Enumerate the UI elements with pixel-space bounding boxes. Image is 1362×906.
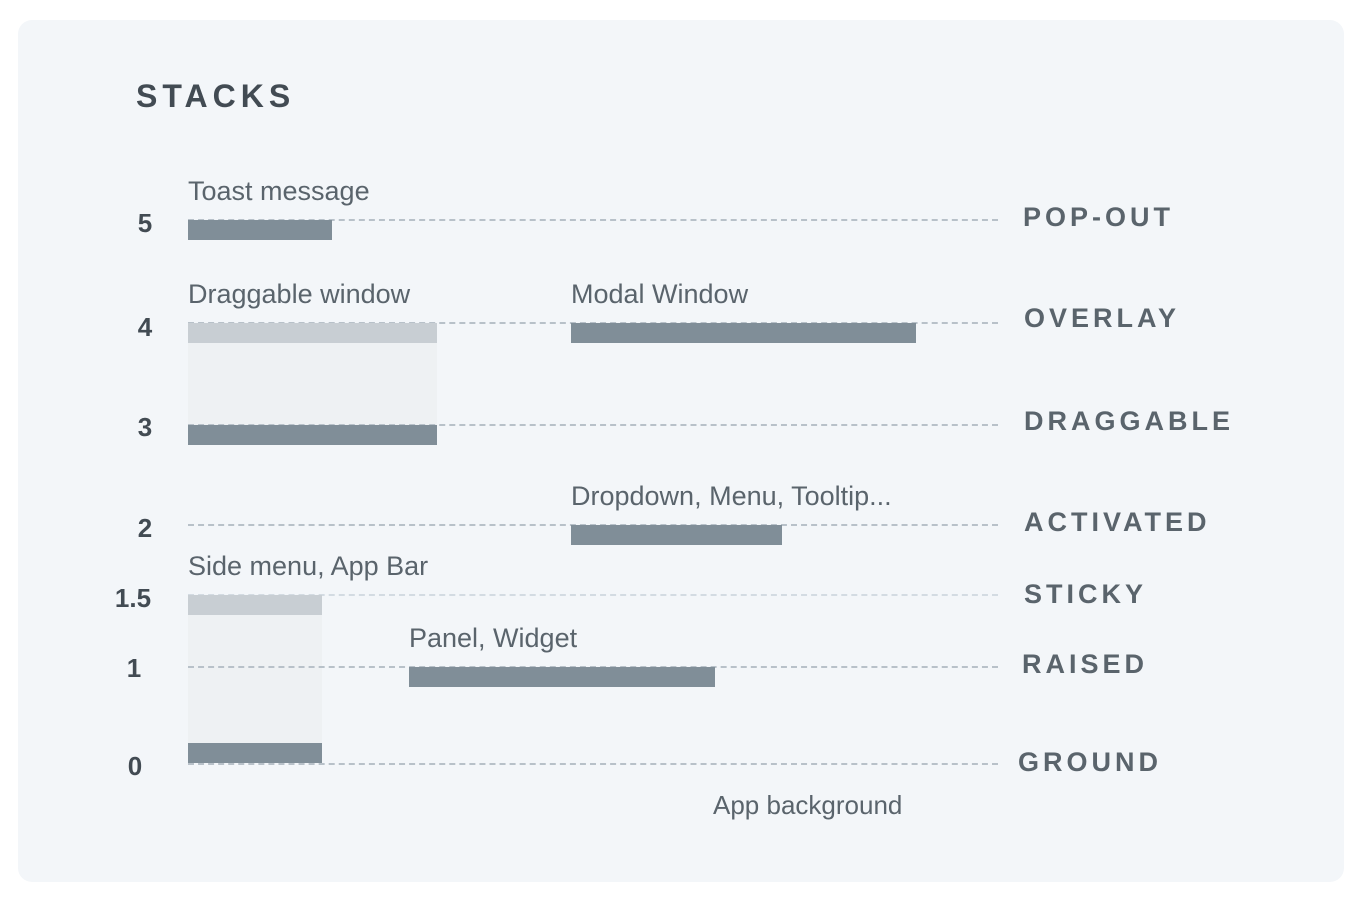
sticky-top-bar: [188, 595, 322, 615]
panel-bar: [409, 667, 715, 687]
level-number-2: 2: [137, 513, 153, 543]
level-number-5: 5: [137, 208, 153, 238]
level-line-0: [188, 763, 998, 765]
level-number-1-5: 1.5: [114, 583, 152, 613]
sticky-range-region: [188, 615, 322, 743]
modal-window-label: Modal Window: [571, 279, 749, 309]
draggable-top-bar: [188, 323, 437, 343]
side-menu-label: Side menu, App Bar: [188, 551, 429, 581]
level-number-3: 3: [137, 412, 153, 442]
app-background-label: App background: [713, 790, 903, 820]
dropdown-label: Dropdown, Menu, Tooltip...: [571, 481, 892, 511]
level-number-1: 1: [126, 653, 142, 683]
draggable-range-region: [188, 343, 437, 425]
level-line-5: [188, 219, 998, 221]
level-number-4: 4: [137, 312, 153, 342]
level-name-draggable: DRAGGABLE: [1024, 406, 1234, 436]
level-name-activated: ACTIVATED: [1024, 507, 1211, 537]
draggable-window-label: Draggable window: [188, 279, 411, 309]
ground-bar: [188, 743, 322, 763]
diagram-title: STACKS: [136, 78, 296, 114]
level-name-raised: RAISED: [1022, 649, 1149, 679]
level-name-ground: GROUND: [1018, 747, 1162, 777]
panel-widget-label: Panel, Widget: [409, 623, 578, 653]
toast-bar: [188, 220, 332, 240]
level-name-overlay: OVERLAY: [1024, 303, 1181, 333]
level-name-sticky: STICKY: [1024, 579, 1148, 609]
level-name-pop-out: POP-OUT: [1023, 202, 1175, 232]
modal-bar: [571, 323, 916, 343]
toast-label: Toast message: [188, 176, 370, 206]
level-number-0: 0: [127, 751, 143, 781]
level-line-3: [188, 424, 998, 426]
level-line-1-5: [188, 594, 998, 596]
draggable-bottom-bar: [188, 425, 437, 445]
dropdown-bar: [571, 525, 782, 545]
